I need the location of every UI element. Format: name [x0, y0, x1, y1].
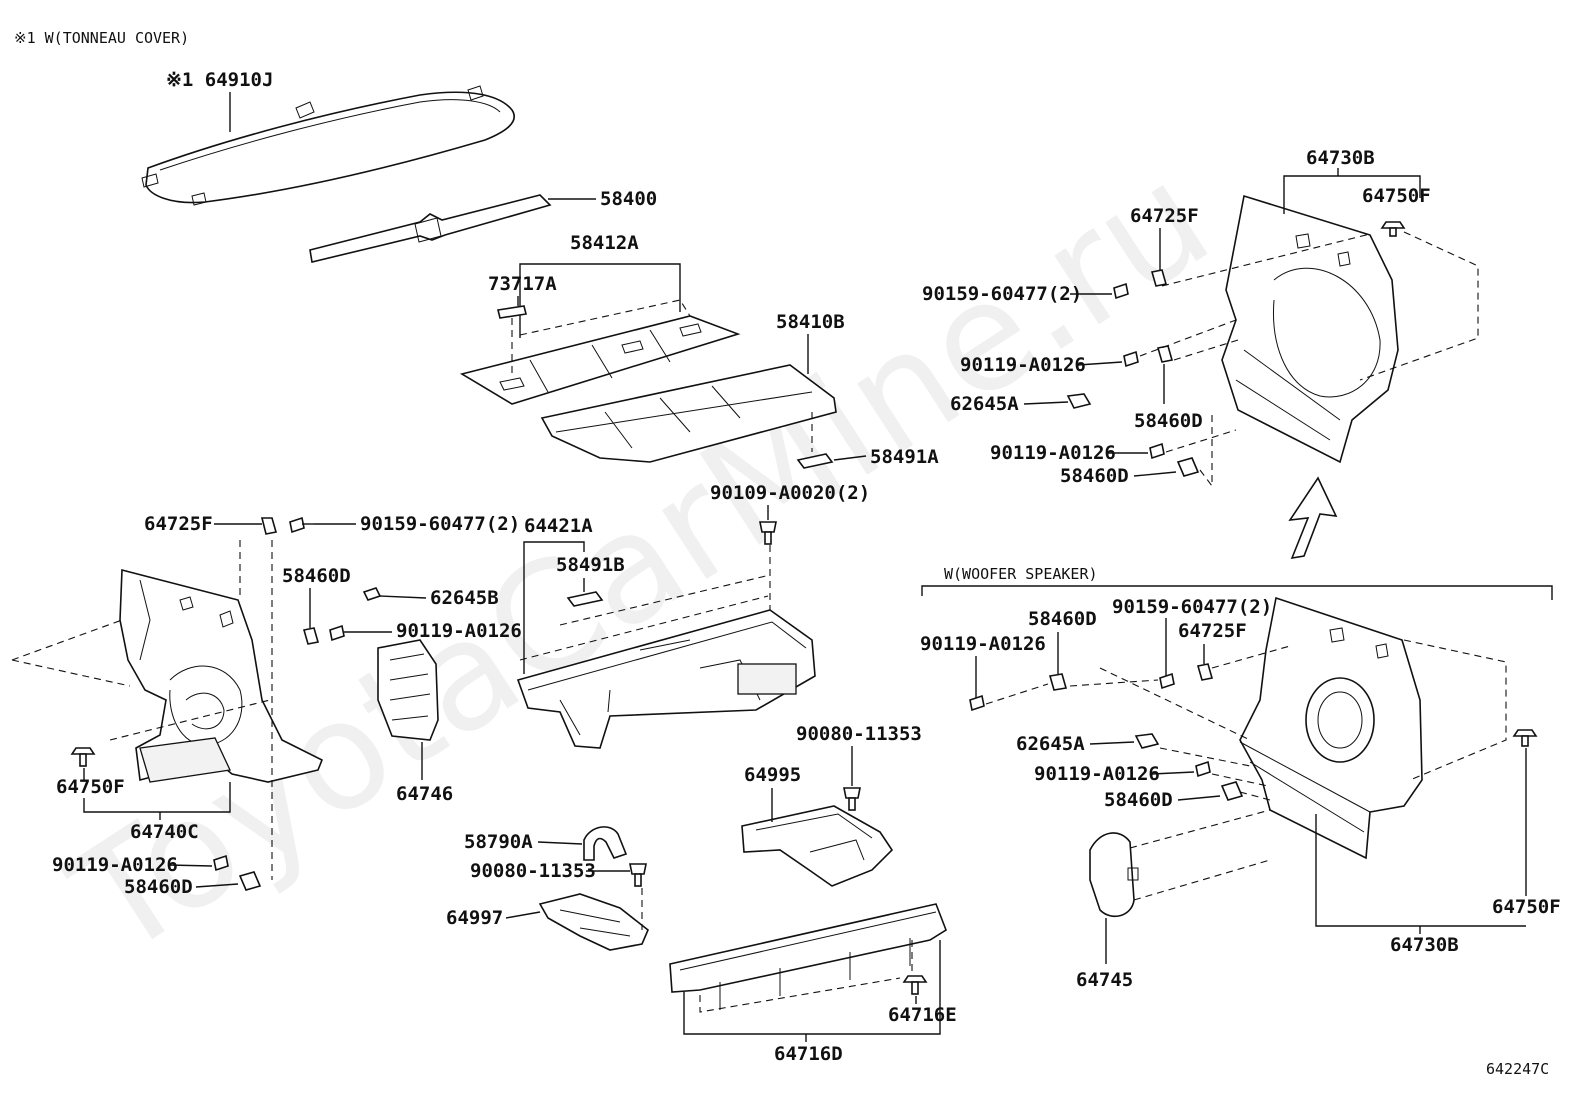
part-clip-64725F-woofer[interactable] — [1196, 663, 1214, 681]
label-58460D-left-1: 58460D — [282, 565, 351, 587]
label-64995: 64995 — [744, 764, 801, 786]
label-64750F-top: 64750F — [1362, 185, 1431, 207]
note-woofer-speaker: W(WOOFER SPEAKER) — [944, 565, 1098, 583]
label-64730B-top: 64730B — [1306, 147, 1375, 169]
part-nut-58460D-top-1[interactable] — [1156, 345, 1174, 363]
part-clamp-58790A[interactable] — [583, 826, 628, 861]
part-support-64995[interactable] — [741, 805, 894, 887]
label-58460D-left-2: 58460D — [124, 876, 193, 898]
part-clip-64725F-left[interactable] — [260, 517, 278, 535]
part-scuff-plate-64716D[interactable] — [669, 903, 947, 1010]
part-screw-90119-left-2[interactable] — [213, 854, 229, 872]
label-64725F-woofer: 64725F — [1178, 620, 1247, 642]
label-62645A-top: 62645A — [950, 393, 1019, 415]
label-64740C: 64740C — [130, 821, 199, 843]
label-90080-11353-2: 90080-11353 — [470, 860, 596, 882]
label-58400: 58400 — [600, 188, 657, 210]
label-64725F-top: 64725F — [1130, 205, 1199, 227]
part-side-trim-64740C[interactable] — [119, 568, 324, 783]
part-screw-90119-woofer-2[interactable] — [1195, 760, 1211, 778]
label-90080-11353-1: 90080-11353 — [796, 723, 922, 745]
part-clip-62645A-top[interactable] — [1066, 393, 1092, 409]
arrow-indicator — [1288, 476, 1338, 560]
label-58460D-woofer-2: 58460D — [1104, 789, 1173, 811]
part-screw-90159-top[interactable] — [1113, 282, 1129, 300]
label-58460D-top-1: 58460D — [1134, 410, 1203, 432]
label-90109-A0020: 90109-A0020(2) — [710, 482, 870, 504]
part-clip-62645B[interactable] — [362, 587, 382, 601]
label-90159-60477-left: 90159-60477(2) — [360, 513, 520, 535]
part-bolt-90109[interactable] — [759, 521, 777, 545]
part-screw-90119-woofer-1[interactable] — [969, 694, 985, 712]
part-screw-90119-top-1[interactable] — [1123, 350, 1139, 368]
part-bolt-90080-2[interactable] — [629, 863, 647, 887]
part-screw-90159-woofer[interactable] — [1159, 672, 1175, 690]
part-nut-58460D-woofer-1[interactable] — [1048, 673, 1068, 691]
label-90119-A0126-top-2: 90119-A0126 — [990, 442, 1116, 464]
part-cover-64745[interactable] — [1089, 832, 1139, 918]
label-64725F-left: 64725F — [144, 513, 213, 535]
label-73717A: 73717A — [488, 273, 557, 295]
part-deck-board-58412A[interactable] — [459, 315, 741, 405]
label-90119-A0126-top-1: 90119-A0126 — [960, 354, 1086, 376]
part-deck-board-58410B[interactable] — [540, 364, 837, 463]
part-nut-58460D-woofer-2[interactable] — [1220, 781, 1244, 801]
part-clip-58491B[interactable] — [566, 591, 604, 607]
diagram-id: 642247C — [1486, 1060, 1549, 1078]
label-58412A: 58412A — [570, 232, 639, 254]
part-clip-64750F-woofer[interactable] — [1512, 729, 1538, 747]
part-screw-90119-top-2[interactable] — [1149, 442, 1165, 460]
part-side-trim-64730B-top[interactable] — [1221, 194, 1399, 464]
label-58410B: 58410B — [776, 311, 845, 333]
part-clip-64750F-left[interactable] — [70, 747, 96, 767]
label-58460D-top-2: 58460D — [1060, 465, 1129, 487]
part-clip-62645A-woofer[interactable] — [1134, 733, 1160, 749]
label-58491A: 58491A — [870, 446, 939, 468]
part-side-trim-64730B-woofer[interactable] — [1239, 596, 1423, 860]
label-58790A: 58790A — [464, 831, 533, 853]
part-clip-64725F-top[interactable] — [1150, 269, 1168, 287]
label-64997: 64997 — [446, 907, 503, 929]
part-bolt-90080-1[interactable] — [843, 787, 861, 811]
part-luggage-tray-64421A[interactable] — [516, 609, 816, 749]
label-62645B: 62645B — [430, 587, 499, 609]
label-64746: 64746 — [396, 783, 453, 805]
label-90119-A0126-left-1: 90119-A0126 — [396, 620, 522, 642]
note-tonneau-cover: ※1 W(TONNEAU COVER) — [14, 29, 189, 47]
label-64910J: ※1 64910J — [166, 69, 273, 91]
label-64750F-woofer: 64750F — [1492, 896, 1561, 918]
part-clip-58491A[interactable] — [796, 453, 834, 469]
label-64730B-woofer: 64730B — [1390, 934, 1459, 956]
label-64421A: 64421A — [524, 515, 593, 537]
part-nut-58460D-left-1[interactable] — [302, 627, 320, 645]
label-58460D-woofer-1: 58460D — [1028, 608, 1097, 630]
part-nut-58460D-left-2[interactable] — [238, 871, 262, 891]
part-tonneau-cover[interactable] — [141, 85, 515, 206]
label-90159-60477-woofer: 90159-60477(2) — [1112, 596, 1272, 618]
label-64750F-left: 64750F — [56, 776, 125, 798]
label-64716D: 64716D — [774, 1043, 843, 1065]
part-clip-64716E[interactable] — [902, 975, 928, 995]
part-clip-64750F-top[interactable] — [1380, 221, 1406, 237]
label-90119-A0126-woofer-1: 90119-A0126 — [920, 633, 1046, 655]
part-nut-58460D-top-2[interactable] — [1176, 457, 1200, 477]
part-clip-73717A[interactable] — [497, 305, 527, 319]
part-bracket-64997[interactable] — [538, 893, 649, 951]
label-64716E: 64716E — [888, 1004, 957, 1026]
part-screw-90119-left-1[interactable] — [329, 624, 345, 642]
label-64745: 64745 — [1076, 969, 1133, 991]
part-screw-90159-left[interactable] — [289, 516, 314, 534]
label-58491B: 58491B — [556, 554, 625, 576]
label-62645A-woofer: 62645A — [1016, 733, 1085, 755]
part-strap-58400[interactable] — [309, 194, 552, 263]
part-cover-64746[interactable] — [377, 639, 439, 741]
label-90119-A0126-woofer-2: 90119-A0126 — [1034, 763, 1160, 785]
label-90119-A0126-left-2: 90119-A0126 — [52, 854, 178, 876]
label-90159-60477-top: 90159-60477(2) — [922, 283, 1082, 305]
